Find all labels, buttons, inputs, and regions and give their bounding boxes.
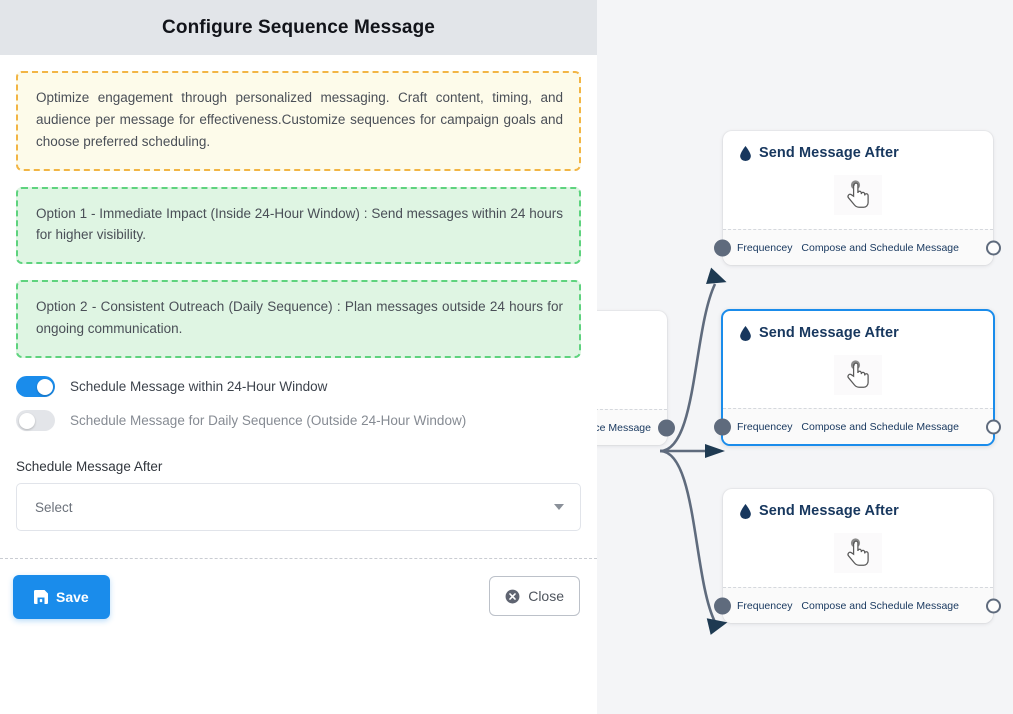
toggle-label-within-24h: Schedule Message within 24-Hour Window [70,379,328,395]
schedule-message-after-label: Schedule Message After [16,459,163,475]
node-title: Send Message After [739,325,977,341]
node-output-port[interactable] [658,419,675,436]
node-foot-label-right: Compose and Schedule Message [801,599,959,612]
node-output-port[interactable] [986,240,1001,255]
toggle-knob [36,378,53,395]
node-output-port[interactable] [986,419,1001,434]
node-input-port[interactable] [714,597,731,614]
node-title: Send Message After [739,503,977,519]
connector-edges [659,267,728,635]
node-title-text: Send Message After [759,145,899,161]
node-title: Send Message After [739,145,977,161]
toggle-label-daily-sequence: Schedule Message for Daily Sequence (Out… [70,413,467,429]
node-title-text: Send Message After [759,503,899,519]
chevron-down-icon [554,504,564,511]
node-foot-label-left: Frequencey [737,241,793,254]
node-body: Send Message After [723,311,993,408]
toggle-row-daily-sequence[interactable]: Schedule Message for Daily Sequence (Out… [16,410,581,432]
flow-node-send-message-after-3[interactable]: Send Message After Frequencey Compose an… [714,489,1001,623]
node-foot-label-left: Frequencey [737,599,793,612]
node-footer: Frequencey Compose and Schedule Message [714,229,1001,265]
circle-x-icon [505,589,520,603]
close-button-label: Close [528,588,564,604]
close-button[interactable]: Close [489,576,580,616]
node-icon-slot [834,355,882,395]
configure-sequence-panel: Configure Sequence Message Optimize enga… [0,0,597,714]
droplet-icon [740,325,751,341]
droplet-icon [740,145,751,161]
option-note-2: Option 2 - Consistent Outreach (Daily Se… [16,280,581,359]
node-title-text: Send Message After [759,325,899,341]
node-footer: Frequencey Compose and Schedule Message [714,587,1001,623]
droplet-icon [740,503,751,519]
hand-pointer-icon [847,180,869,208]
node-foot-label-left: Frequencey [737,420,793,433]
node-output-port[interactable] [986,598,1001,613]
node-icon-slot [834,175,882,215]
panel-footer: Save Close [0,558,597,714]
node-foot-label-right: Compose and Schedule Message [801,241,959,254]
node-icon-slot [834,533,882,573]
node-input-port[interactable] [714,239,731,256]
arrow-head-top [706,267,727,284]
panel-header: Configure Sequence Message [0,0,597,55]
info-note: Optimize engagement through personalized… [16,71,581,171]
flow-node-send-message-after-1[interactable]: Send Message After Frequencey Compose an… [714,131,1001,265]
save-button[interactable]: Save [13,575,110,619]
node-footer: Frequencey Compose and Schedule Message [714,408,1001,444]
save-disk-icon [34,590,48,604]
flow-canvas[interactable]: ce Message Send Message After [531,0,1013,714]
hand-pointer-icon [847,538,869,566]
toggle-switch-daily-sequence[interactable] [16,410,55,432]
option-note-1: Option 1 - Immediate Impact (Inside 24-H… [16,186,581,265]
node-foot-label-right: Compose and Schedule Message [801,420,959,433]
select-value: Select [35,499,73,515]
node-input-port[interactable] [714,418,731,435]
page-title: Configure Sequence Message [162,16,435,38]
toggle-row-within-24h[interactable]: Schedule Message within 24-Hour Window [16,376,581,398]
arrow-head-mid [705,444,725,458]
schedule-message-after-select[interactable]: Select [16,483,581,532]
toggle-switch-within-24h[interactable] [16,376,55,398]
flow-node-send-message-after-2[interactable]: Send Message After Frequencey Compose an… [714,309,1001,446]
node-body: Send Message After [723,131,993,229]
panel-body: Optimize engagement through personalized… [0,55,597,532]
toggle-knob [18,412,35,429]
node-body: Send Message After [723,489,993,587]
arrow-head-bottom [706,618,728,635]
hand-pointer-icon [847,360,869,388]
node-foot-label-right: ce Message [594,421,651,434]
save-button-label: Save [56,589,89,605]
